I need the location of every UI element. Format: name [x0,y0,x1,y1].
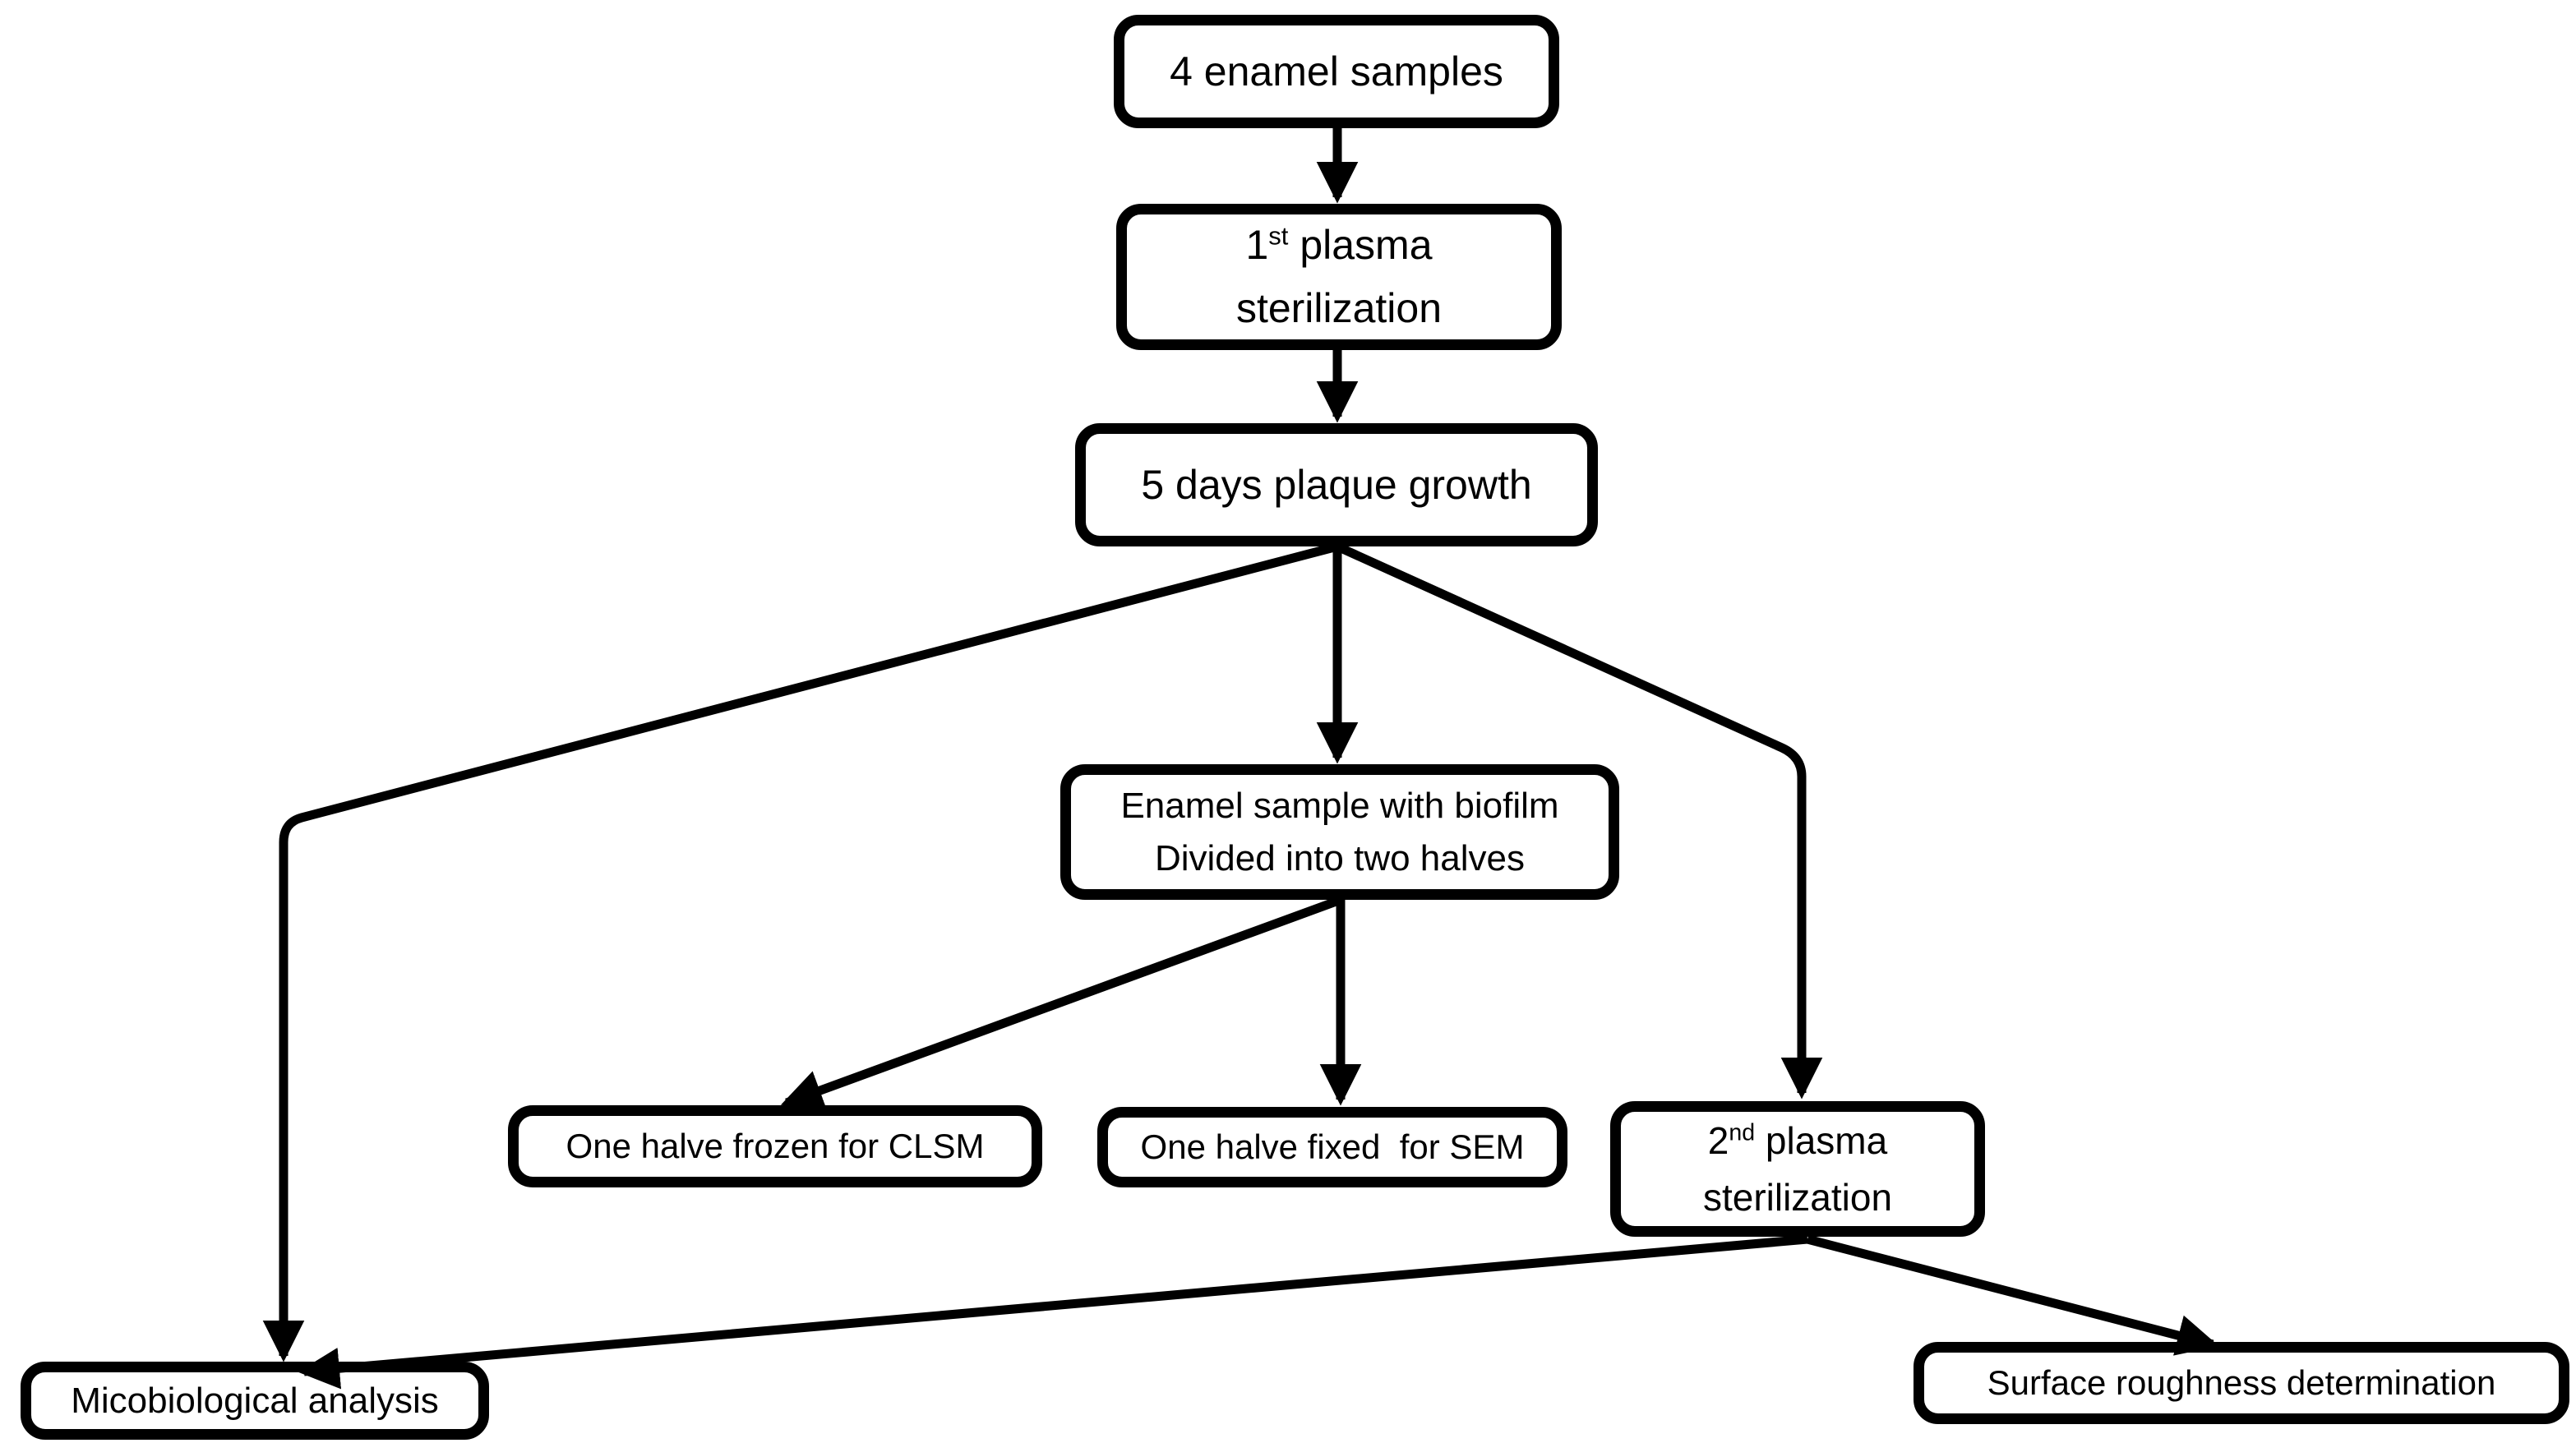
node-surface-roughness: Surface roughness determination [1914,1342,2569,1424]
node-surface-roughness-label: Surface roughness determination [1987,1363,2496,1402]
node-4-enamel-samples-label: 4 enamel samples [1170,48,1503,95]
arrow-biofilm-division-to-clsm-half [780,895,1342,1110]
node-plaque-growth: 5 days plaque growth [1075,423,1598,546]
node-second-plasma-sterilization-label: 2nd plasma sterilization [1703,1113,1892,1226]
first-plasma-word: plasma [1288,221,1433,268]
node-microbiological-analysis-label: Micobiological analysis [71,1380,439,1421]
node-second-plasma-sterilization: 2nd plasma sterilization [1610,1101,1985,1237]
arrow-second-plasma-to-roughness [1806,1234,2219,1356]
biofilm-division-line2: Divided into two halves [1154,837,1525,878]
node-microbiological-analysis: Micobiological analysis [21,1362,489,1440]
second-plasma-line2: sterilization [1702,1175,1893,1219]
node-plaque-growth-label: 5 days plaque growth [1141,462,1532,508]
first-plasma-line2: sterilization [1235,285,1443,331]
node-clsm-half: One halve frozen for CLSM [508,1105,1042,1187]
biofilm-division-line1: Enamel sample with biofilm [1120,785,1559,826]
node-4-enamel-samples: 4 enamel samples [1114,15,1559,128]
first-plasma-ordinal: 1 [1245,221,1269,268]
arrow-second-plasma-to-microbiological [298,1234,1808,1390]
node-sem-half: One halve fixed for SEM [1097,1107,1567,1187]
second-plasma-word: plasma [1755,1118,1888,1162]
first-plasma-ordinal-suffix: st [1268,220,1289,250]
second-plasma-ordinal: 2 [1707,1118,1729,1162]
node-sem-half-label: One halve fixed for SEM [1140,1127,1525,1166]
node-first-plasma-sterilization: 1st plasma sterilization [1116,204,1562,350]
second-plasma-ordinal-suffix: nd [1729,1119,1756,1146]
arrow-plaque-growth-to-microbiological [262,542,1339,1362]
node-clsm-half-label: One halve frozen for CLSM [566,1127,985,1165]
node-first-plasma-sterilization-label: 1st plasma sterilization [1236,214,1442,341]
